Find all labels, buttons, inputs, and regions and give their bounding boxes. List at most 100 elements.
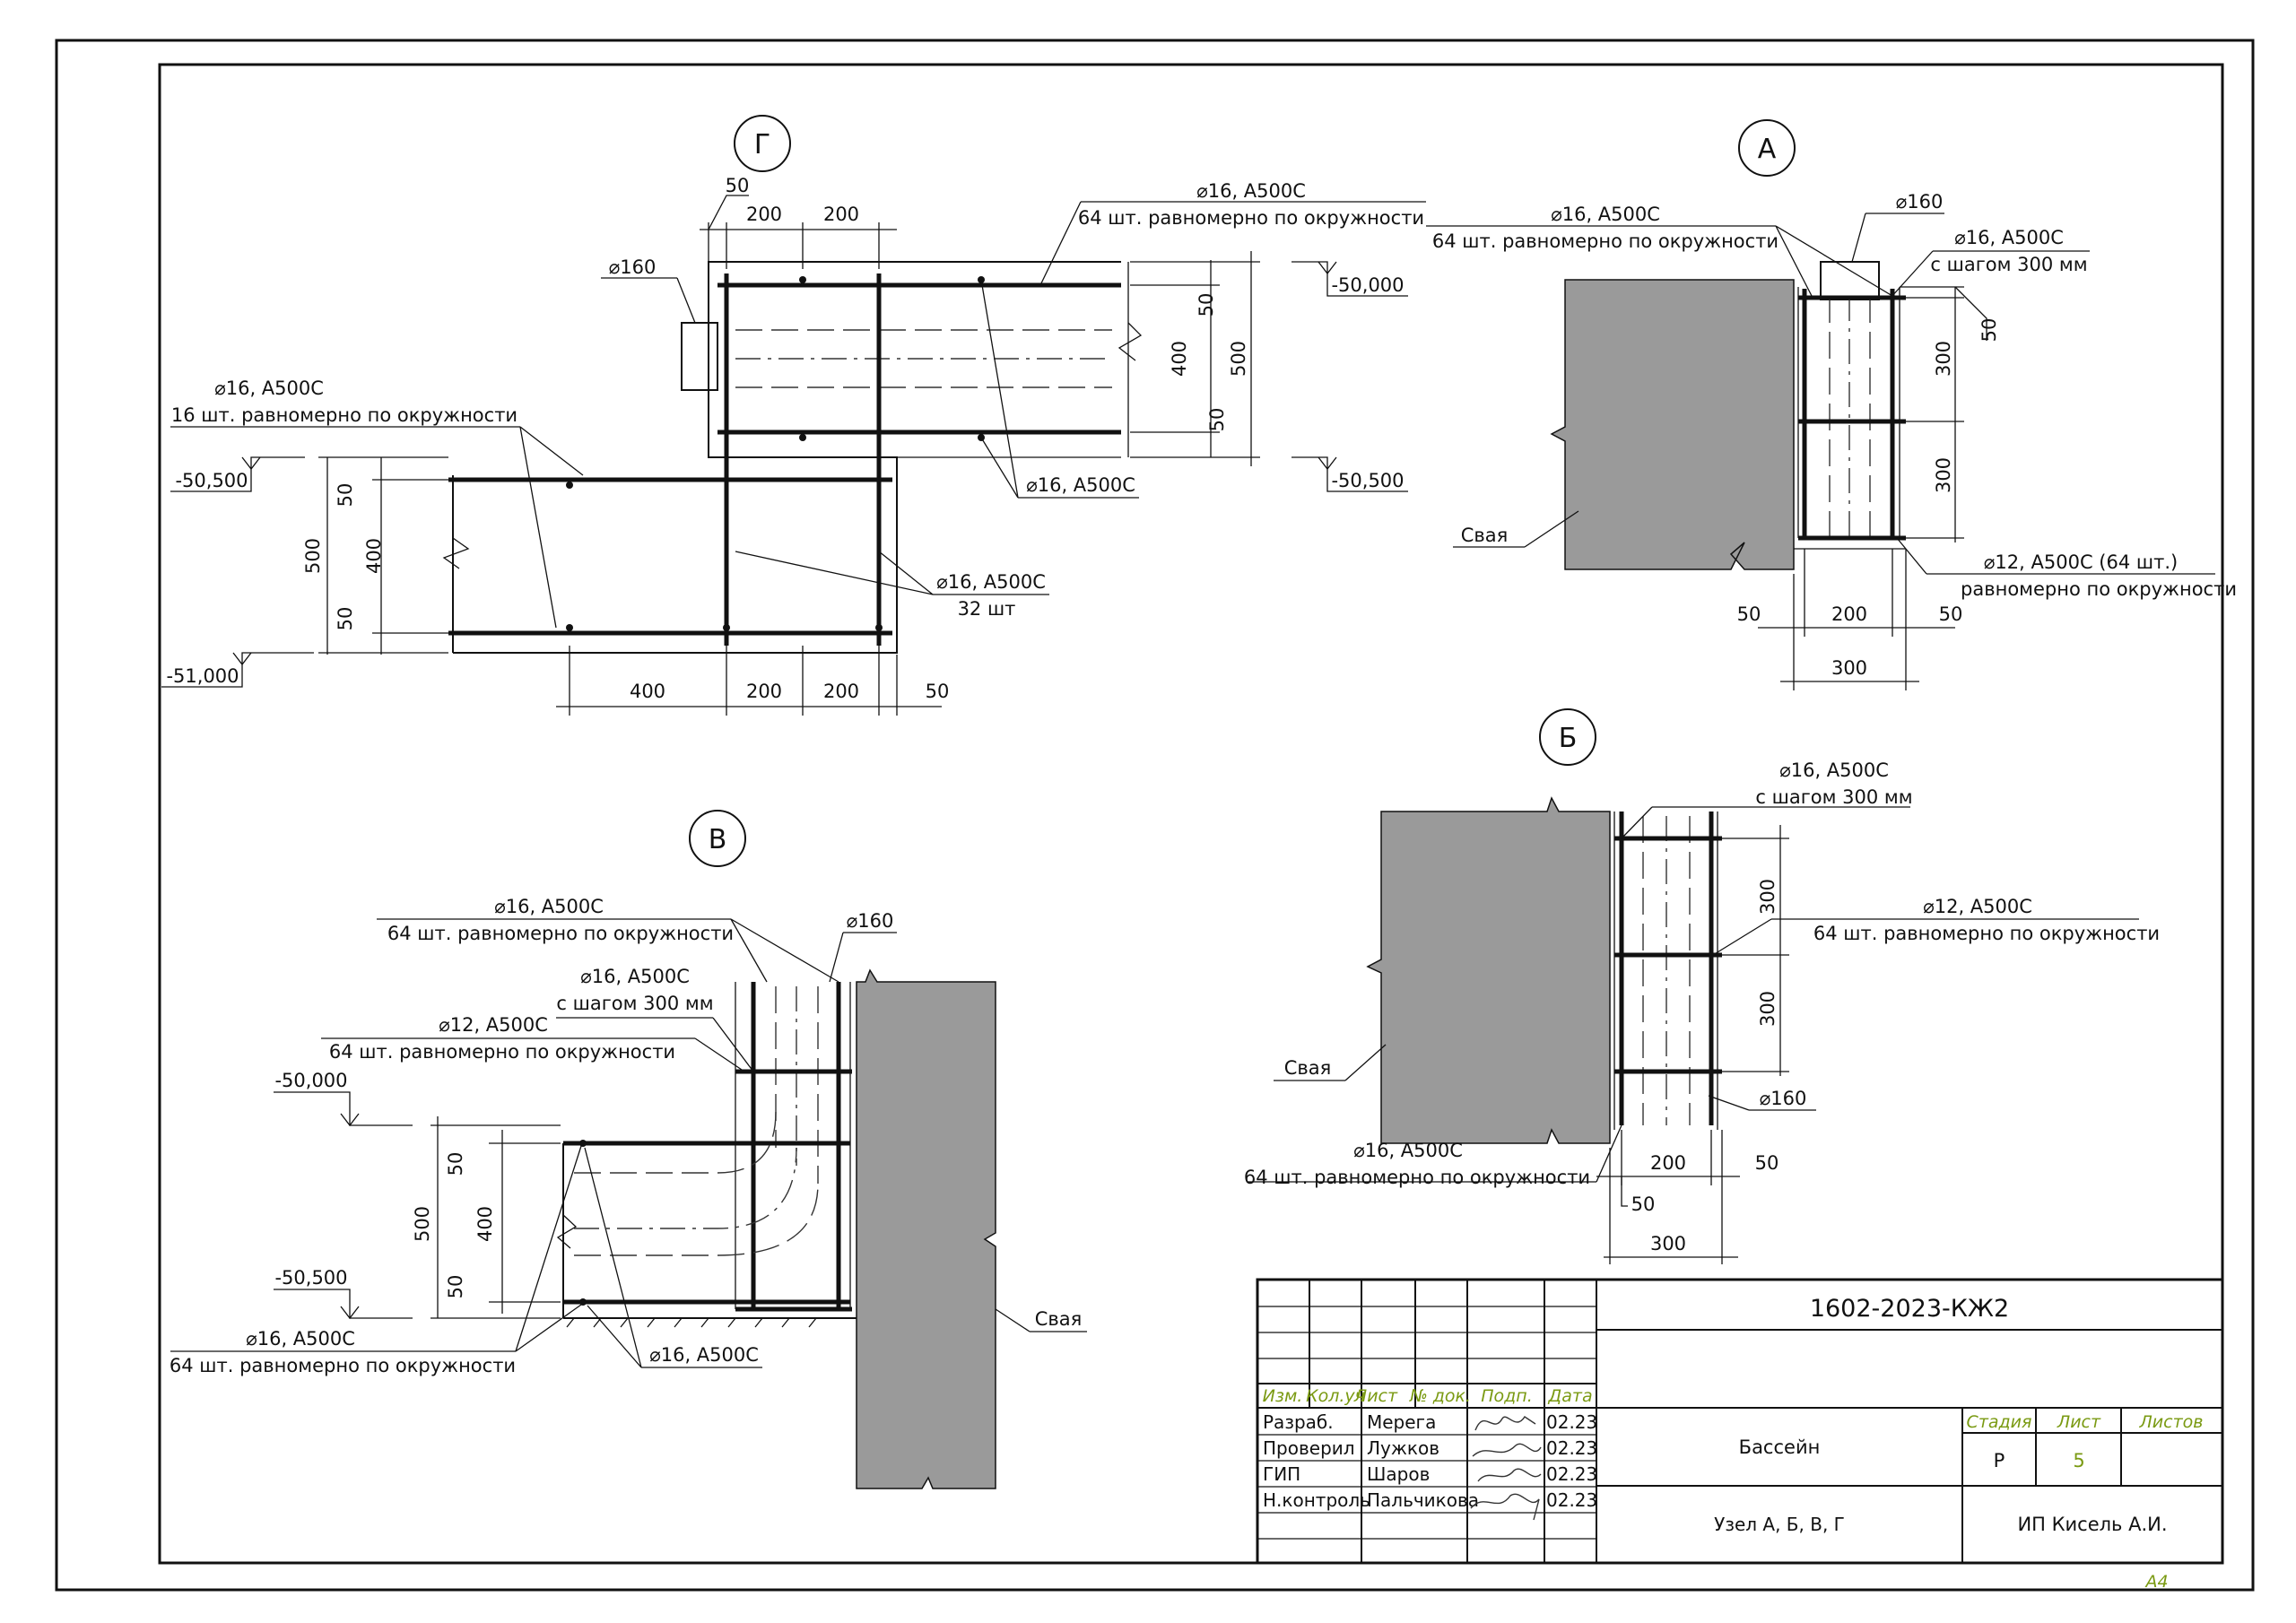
dim-a-b-200: 200: [1831, 603, 1867, 625]
level-g-mid-left: -50,500: [175, 470, 248, 491]
tb-row-4-role: Н.контроль: [1263, 1489, 1370, 1511]
dim-b-b-50b: 50: [1755, 1152, 1779, 1174]
tb-row-3-date: 02.23: [1546, 1463, 1597, 1485]
callout-b-bars-1: ⌀16, А500С: [1353, 1140, 1463, 1161]
tb-row-3-role: ГИП: [1263, 1463, 1300, 1485]
node-a: А 50 300 300 50 200 50 300: [1426, 119, 2237, 690]
dim-a-b-50a: 50: [1737, 603, 1761, 625]
callout-b-spiral-1: ⌀12, А500С: [1923, 896, 2032, 917]
dim-a-r-50: 50: [1979, 318, 2000, 343]
callout-v-bars-1: ⌀16, А500С: [494, 896, 604, 917]
dim-g-l-400: 400: [363, 538, 385, 574]
dim-a-r-300a: 300: [1933, 341, 1954, 377]
tb-row-2-role: Проверил: [1263, 1437, 1355, 1459]
dim-b-b-50a: 50: [1631, 1193, 1656, 1215]
callout-a-bars-2: 64 шт. равномерно по окружности: [1432, 230, 1779, 252]
callout-v-spiral-2: 64 шт. равномерно по окружности: [329, 1041, 675, 1063]
callout-v-bottom-right: ⌀16, А500С: [649, 1344, 759, 1366]
callout-a-spiral-2: равномерно по окружности: [1961, 578, 2237, 600]
node-b-pile: [1366, 796, 1611, 1144]
node-v: В 50 40: [170, 810, 1087, 1489]
dim-g-r-50b: 50: [1206, 408, 1228, 432]
dim-b-b-200: 200: [1650, 1152, 1686, 1174]
dim-v-l-50b: 50: [445, 1275, 466, 1299]
tb-header-izm: Изм.: [1263, 1386, 1303, 1406]
tb-row-1-name: Мерега: [1367, 1411, 1436, 1433]
dim-g-b-200a: 200: [746, 681, 782, 702]
node-b: Б 300 300 200 50 50 300 ⌀16, А500С с шаг…: [1244, 708, 2160, 1264]
level-v-bottom: -50,500: [274, 1267, 347, 1289]
node-v-label: В: [709, 824, 727, 855]
level-v-top: -50,000: [274, 1070, 347, 1091]
dim-g-b-50: 50: [926, 681, 950, 702]
inner-frame: [158, 63, 2224, 1565]
callout-v-pipe: ⌀160: [847, 910, 894, 932]
tb-header-date: Дата: [1547, 1386, 1592, 1406]
dim-g-l-50b: 50: [335, 607, 356, 631]
node-g-pipe: [681, 322, 718, 391]
dim-g-r-50a: 50: [1196, 293, 1217, 317]
tb-header-list: Лист: [1353, 1386, 1398, 1406]
level-g-bottom-left: -51,000: [166, 665, 239, 687]
tb-row-2-date: 02.23: [1546, 1437, 1597, 1459]
tb-row-3-name: Шаров: [1367, 1463, 1430, 1485]
tb-sheets-header: Листов: [2139, 1412, 2204, 1432]
node-g-marker: [734, 115, 791, 172]
tb-object: Бассейн: [1739, 1436, 1821, 1458]
callout-g-center-bars-2: 32 шт: [958, 598, 1016, 620]
node-v-pile: [856, 968, 996, 1489]
node-a-pile: [1550, 279, 1795, 570]
callout-g-right-bars: ⌀16, А500С: [1026, 474, 1135, 496]
callout-g-top-bars-2: 64 шт. равномерно по окружности: [1078, 207, 1424, 229]
tb-row-4-date: 02.23: [1546, 1489, 1597, 1511]
callout-g-left-bars-1: ⌀16, А500С: [214, 378, 324, 399]
dim-v-l-400: 400: [474, 1206, 496, 1242]
dim-a-b-300: 300: [1831, 657, 1867, 679]
dim-g-top-200b: 200: [823, 204, 859, 225]
dim-g-top-50: 50: [726, 175, 750, 196]
tb-header-doc: № док.: [1409, 1386, 1471, 1406]
tb-sheet: 5: [2073, 1450, 2084, 1471]
tb-header-podp: Подп.: [1481, 1386, 1533, 1406]
title-block: Изм. Кол.уч Лист № док. Подп. Дата Разра…: [1256, 1278, 2224, 1592]
tb-row-1-date: 02.23: [1546, 1411, 1597, 1433]
dim-g-l-50a: 50: [335, 483, 356, 508]
callout-g-left-bars-2: 16 шт. равномерно по окружности: [171, 404, 517, 426]
dim-g-r-400: 400: [1169, 341, 1190, 377]
callout-v-bottom-bars-1: ⌀16, А500С: [246, 1328, 355, 1350]
tb-header-kol: Кол.уч: [1306, 1386, 1365, 1406]
callout-g-top-bars-1: ⌀16, А500С: [1196, 180, 1306, 202]
tb-company: ИП Кисель А.И.: [2017, 1514, 2167, 1535]
dim-g-top-200a: 200: [746, 204, 782, 225]
dim-a-r-300b: 300: [1933, 457, 1954, 493]
callout-a-pile: Свая: [1461, 525, 1509, 546]
callout-b-stirrup-2: с шагом 300 мм: [1755, 786, 1912, 808]
callout-g-center-bars-1: ⌀16, А500С: [936, 571, 1046, 593]
dim-g-r-500: 500: [1228, 341, 1249, 377]
tb-stage-header: Стадия: [1967, 1412, 2032, 1432]
callout-b-pile: Свая: [1284, 1057, 1332, 1079]
callout-a-bars-1: ⌀16, А500С: [1551, 204, 1660, 225]
callout-b-bars-2: 64 шт. равномерно по окружности: [1244, 1167, 1590, 1188]
dim-g-b-400: 400: [630, 681, 665, 702]
dim-v-l-50a: 50: [445, 1152, 466, 1176]
callout-b-pipe: ⌀160: [1760, 1088, 1807, 1109]
dim-b-b-300: 300: [1650, 1233, 1686, 1254]
tb-stage: Р: [1994, 1450, 2005, 1471]
tb-drawing-code: 1602-2023-КЖ2: [1810, 1295, 2009, 1323]
callout-b-stirrup-1: ⌀16, А500С: [1779, 759, 1889, 781]
outer-frame: [55, 39, 2255, 1592]
dim-v-l-500: 500: [412, 1206, 433, 1242]
dim-a-b-50b: 50: [1939, 603, 1963, 625]
dim-g-b-200b: 200: [823, 681, 859, 702]
callout-v-stirrup-2: с шагом 300 мм: [556, 993, 713, 1014]
signature-marks: [1470, 1416, 1542, 1521]
callout-a-pipe: ⌀160: [1896, 191, 1944, 213]
callout-v-spiral-1: ⌀12, А500С: [439, 1014, 548, 1036]
callout-v-stirrup-1: ⌀16, А500С: [580, 966, 690, 987]
callout-v-bars-2: 64 шт. равномерно по окружности: [387, 923, 734, 944]
node-b-label: Б: [1559, 723, 1578, 754]
tb-format: А4: [2144, 1572, 2168, 1592]
node-g-label: Г: [754, 129, 770, 161]
